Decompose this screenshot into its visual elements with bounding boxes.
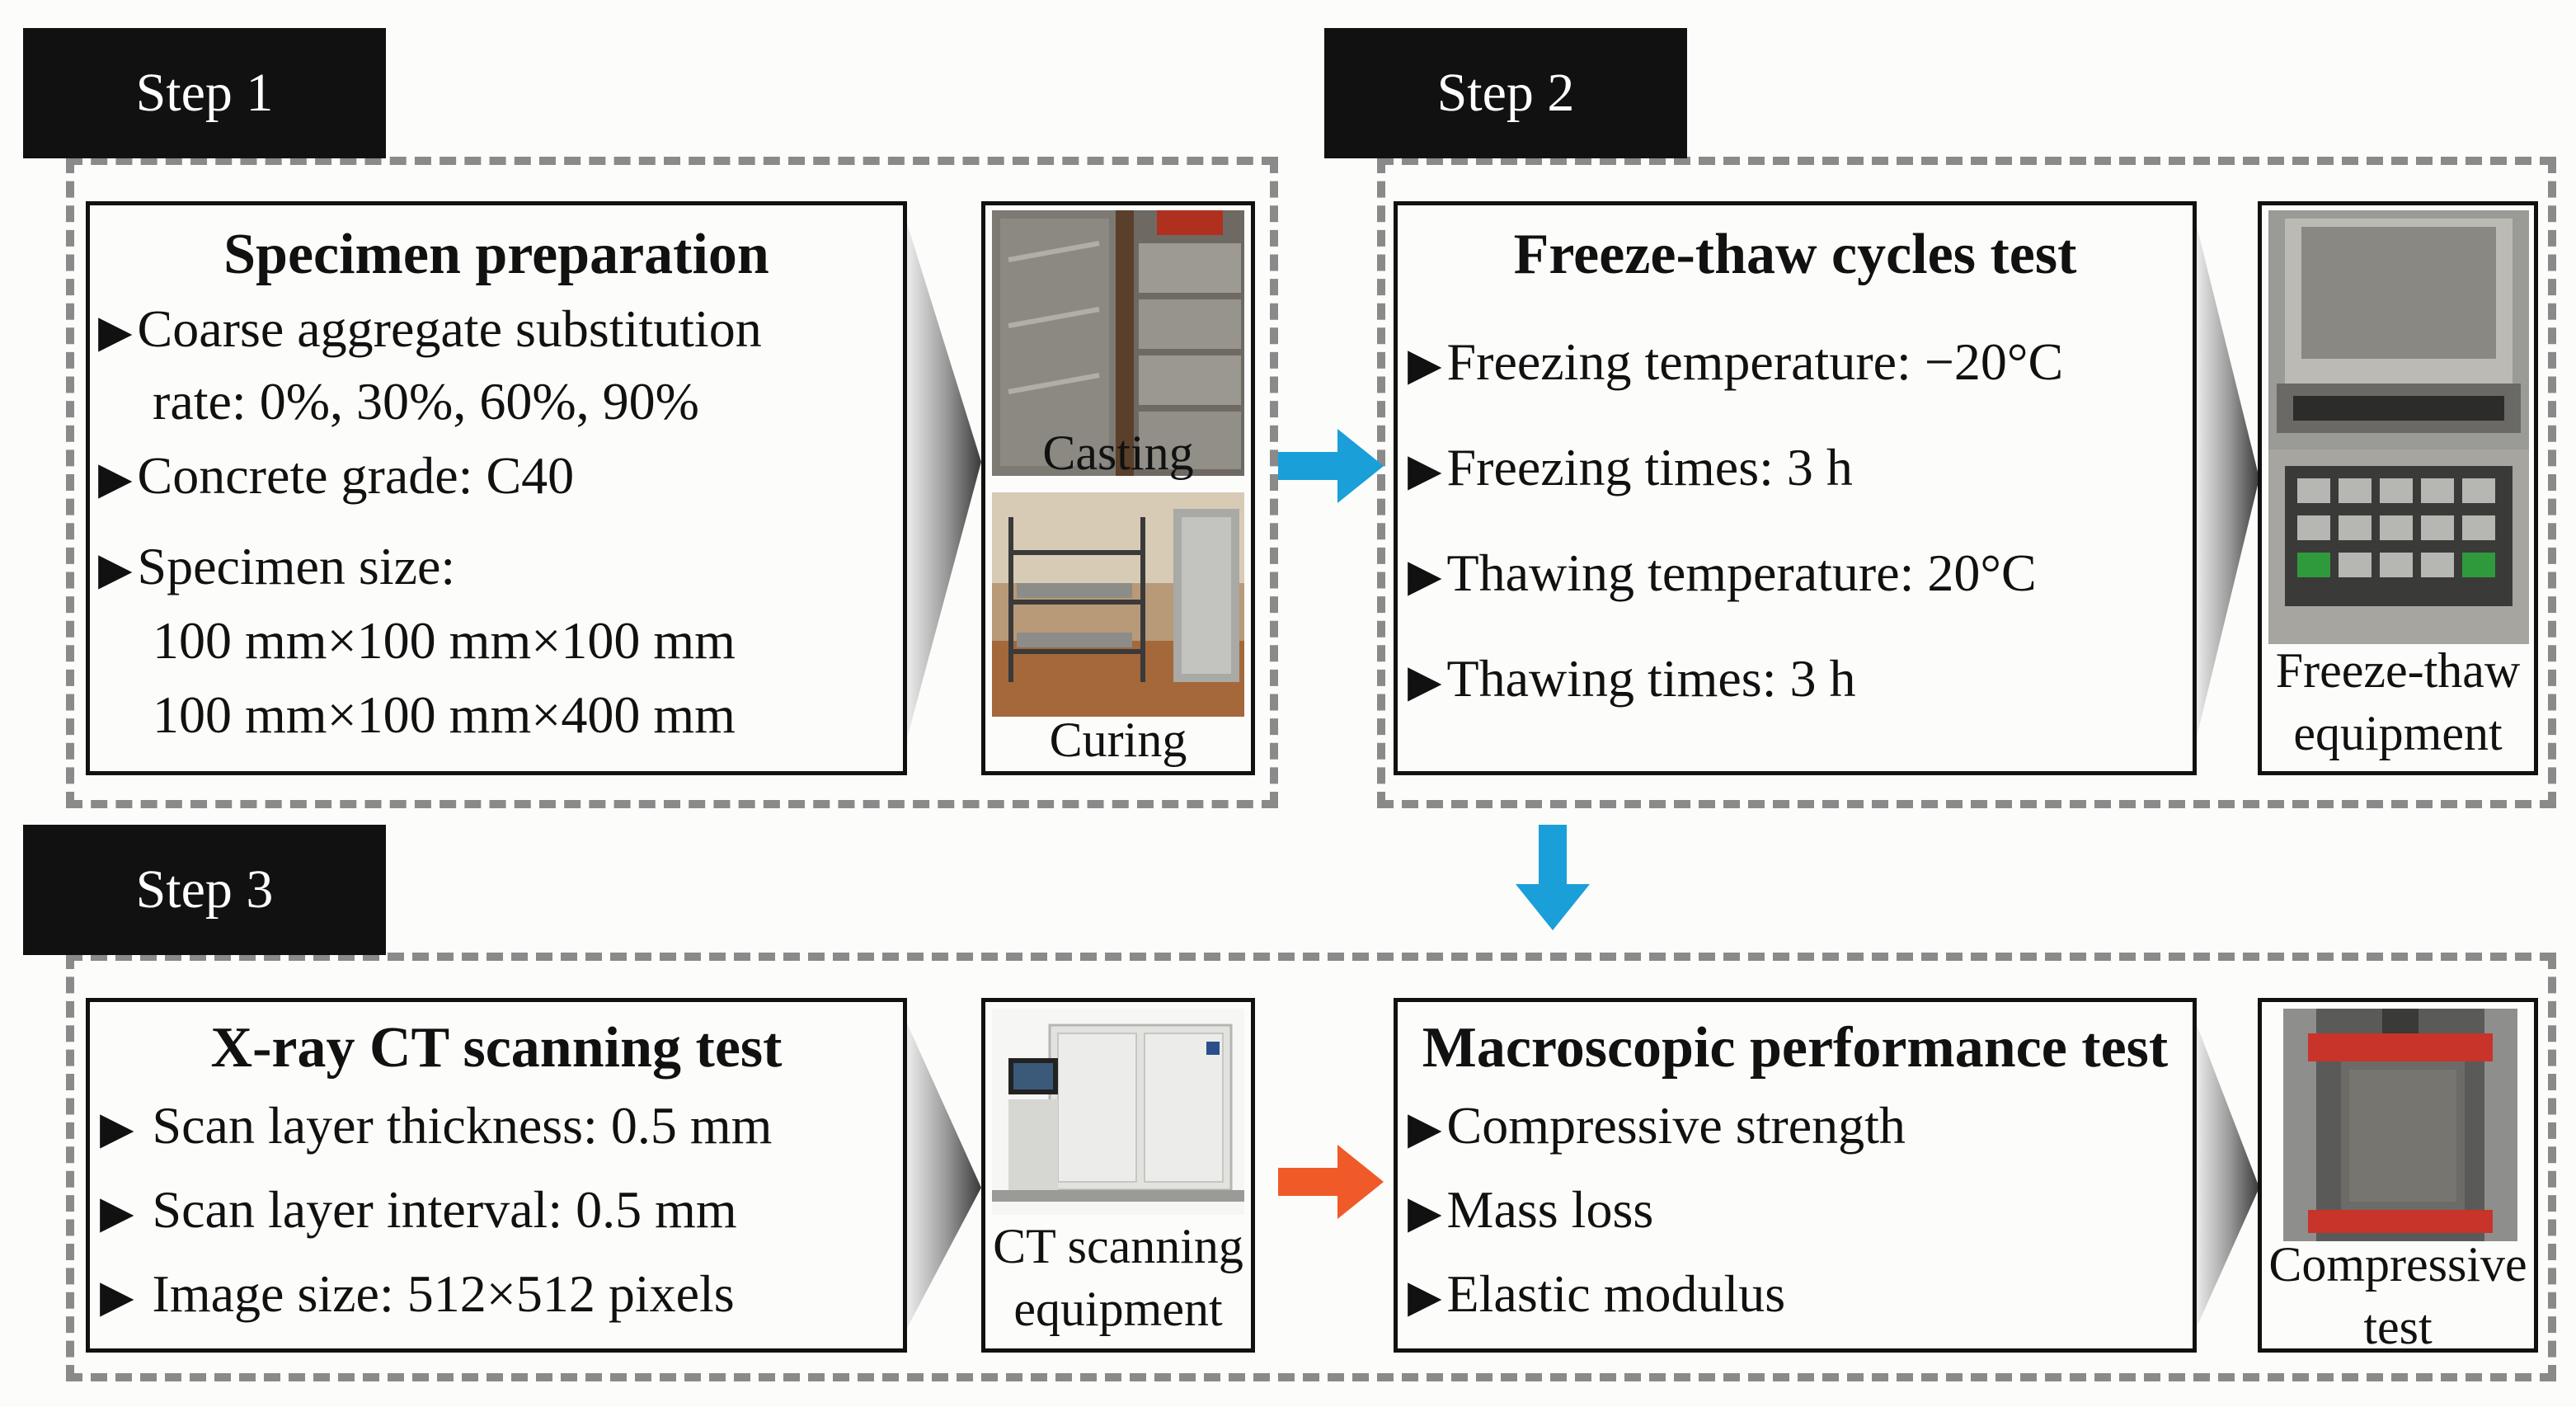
ct-scanning-box: X-ray CT scanning test ▶ Scan layer thic… — [86, 998, 907, 1353]
freeze-thaw-equipment-caption-line1: Freeze-thaw — [2275, 643, 2521, 698]
bullet-triangle-icon: ▶ — [1408, 656, 1442, 706]
bullet-triangle-icon: ▶ — [100, 1103, 134, 1153]
freeze-thaw-title: Freeze-thaw cycles test — [1513, 223, 2077, 286]
step2-frame — [1377, 157, 2556, 808]
bullet-triangle-icon: ▶ — [100, 1272, 134, 1321]
specimen-bullet-size: ▶Specimen size: — [98, 537, 456, 595]
specimen-preparation-box: Specimen preparation ▶Coarse aggregate s… — [86, 201, 907, 775]
step1-tab: Step 1 — [23, 28, 386, 158]
macro-bullet-compressive-strength: ▶Compressive strength — [1408, 1096, 1906, 1155]
macroscopic-performance-box: Macroscopic performance test ▶Compressiv… — [1394, 998, 2197, 1353]
specimen-substitution-rates: rate: 0%, 30%, 60%, 90% — [153, 372, 699, 431]
freeze-thaw-equipment-caption-line2: equipment — [2293, 706, 2503, 760]
specimen-title: Specimen preparation — [223, 223, 769, 286]
ct-scanning-equipment-photo — [992, 1009, 1244, 1215]
freeze-bullet-times: ▶Freezing times: 3 h — [1408, 438, 1853, 496]
casting-caption: Casting — [1042, 426, 1194, 480]
curing-caption: Curing — [1049, 713, 1187, 767]
ct-scanning-title: X-ray CT scanning test — [210, 1016, 783, 1080]
thaw-bullet-temperature: ▶Thawing temperature: 20°C — [1408, 544, 2037, 602]
bullet-triangle-icon: ▶ — [1408, 1103, 1442, 1153]
connector-ct — [904, 1016, 981, 1334]
step3-tab: Step 3 — [23, 825, 386, 955]
arrow-right-blue — [1278, 429, 1384, 503]
bullet-triangle-icon: ▶ — [100, 1188, 134, 1237]
bullet-triangle-icon: ▶ — [1408, 1272, 1442, 1321]
ct-bullet-image-size: ▶ Image size: 512×512 pixels — [100, 1264, 735, 1323]
compressive-test-photo — [2283, 1009, 2517, 1241]
ct-bullet-layer-thickness: ▶ Scan layer thickness: 0.5 mm — [100, 1096, 773, 1155]
compressive-test-caption-line2: test — [2363, 1300, 2433, 1353]
bullet-triangle-icon: ▶ — [98, 307, 133, 356]
connector-specimen — [904, 213, 981, 751]
macro-bullet-elastic-modulus: ▶Elastic modulus — [1408, 1264, 1786, 1323]
freeze-thaw-equipment-photo — [2268, 210, 2529, 644]
bullet-triangle-icon: ▶ — [1408, 340, 1442, 389]
ct-equipment-caption-line1: CT scanning — [993, 1219, 1243, 1273]
arrow-down-blue — [1516, 825, 1590, 930]
step2-tab: Step 2 — [1324, 28, 1687, 158]
bullet-triangle-icon: ▶ — [98, 544, 133, 594]
connector-freeze — [2193, 213, 2259, 751]
freeze-bullet-temperature: ▶Freezing temperature: −20°C — [1408, 332, 2064, 391]
ct-scanning-equipment-photo-box: CT scanning equipment — [981, 998, 1255, 1353]
step3-frame — [66, 953, 2556, 1381]
freeze-thaw-box: Freeze-thaw cycles test ▶Freezing temper… — [1394, 201, 2197, 775]
bullet-triangle-icon: ▶ — [1408, 445, 1442, 495]
macroscopic-performance-title: Macroscopic performance test — [1422, 1016, 2169, 1080]
arrow-right-orange — [1278, 1145, 1384, 1219]
specimen-size-cube: 100 mm×100 mm×100 mm — [153, 611, 736, 670]
specimen-bullet-substitution: ▶Coarse aggregate substitution — [98, 299, 762, 358]
casting-photo — [992, 210, 1244, 476]
thaw-bullet-times: ▶Thawing times: 3 h — [1408, 649, 1856, 708]
macro-bullet-mass-loss: ▶Mass loss — [1408, 1180, 1654, 1239]
bullet-triangle-icon: ▶ — [98, 454, 133, 503]
ct-equipment-caption-line2: equipment — [1013, 1282, 1223, 1336]
bullet-triangle-icon: ▶ — [1408, 551, 1442, 600]
compressive-test-caption-line1: Compressive — [2268, 1237, 2527, 1292]
ct-bullet-layer-interval: ▶ Scan layer interval: 0.5 mm — [100, 1180, 737, 1239]
compressive-test-photo-box: Compressive test — [2258, 998, 2538, 1353]
specimen-bullet-grade: ▶Concrete grade: C40 — [98, 446, 575, 505]
step1-frame — [66, 157, 1278, 808]
bullet-triangle-icon: ▶ — [1408, 1188, 1442, 1237]
specimen-size-prism: 100 mm×100 mm×400 mm — [153, 685, 736, 744]
freeze-thaw-equipment-photo-box: Freeze-thaw equipment — [2258, 201, 2538, 775]
casting-curing-photo-box: Casting Curing — [981, 201, 1255, 775]
connector-macro — [2193, 1016, 2259, 1334]
curing-photo — [992, 492, 1244, 717]
